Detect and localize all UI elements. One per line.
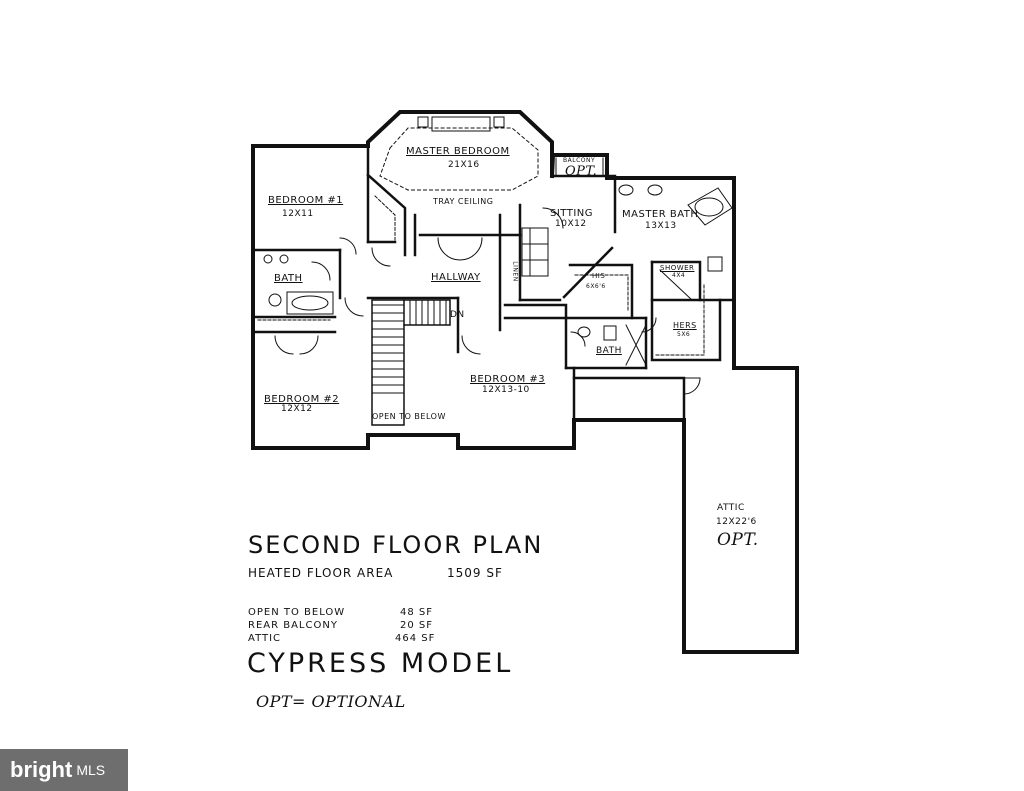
area-value: 48 SF (400, 607, 434, 618)
area-row: OPEN TO BELOW (248, 607, 345, 618)
area-label: OPEN TO BELOW (248, 607, 346, 618)
balcony-label: BALCONY (563, 157, 596, 164)
heated-area-label: HEATED FLOOR AREA (248, 566, 394, 580)
attic-opt-label: OPT. (717, 530, 759, 550)
master-bedroom-dims: 21X16 (448, 160, 480, 170)
linen-label: LINEN (511, 261, 519, 282)
area-row: REAR BALCONY (248, 620, 338, 631)
shower-label: SHOWER (660, 264, 695, 272)
hallway-label: HALLWAY (431, 272, 481, 283)
bedroom1-dims: 12X11 (282, 209, 314, 219)
sitting-label: SITTING (550, 208, 594, 219)
stair-down-label: DN (450, 310, 465, 320)
open-to-below-label: OPEN TO BELOW (372, 412, 446, 421)
bedroom3-label: BEDROOM #3 (470, 374, 546, 385)
hers-closet-label: HERS (673, 321, 697, 330)
bedroom2-dims: 12X12 (281, 404, 313, 414)
his-closet-dims: 6X6'6 (586, 283, 606, 290)
model-name: CYPRESS MODEL (247, 648, 514, 679)
bright-mls-logo: bright MLS (0, 749, 128, 791)
sitting-dims: 10X12 (555, 219, 587, 229)
bath1-label: BATH (274, 273, 303, 284)
attic-label: ATTIC (717, 503, 745, 513)
optional-note: OPT= OPTIONAL (256, 692, 406, 711)
bedroom2-label: BEDROOM #2 (264, 394, 340, 405)
tray-ceiling-label: TRAY CEILING (433, 197, 494, 206)
plan-title: SECOND FLOOR PLAN (248, 531, 544, 559)
hers-closet-dims: 5X6 (677, 331, 691, 338)
bath2-label: BATH (596, 346, 622, 356)
area-label: ATTIC (248, 633, 282, 644)
balcony-opt-label: OPT. (565, 164, 598, 179)
area-value: 20 SF (400, 620, 434, 631)
logo-brand: bright (10, 757, 73, 782)
area-row: ATTIC (248, 633, 281, 644)
heated-area-value: 1509 SF (447, 566, 503, 580)
logo-mls: MLS (76, 762, 106, 778)
area-label: REAR BALCONY (248, 620, 338, 631)
attic-dims: 12X22'6 (716, 517, 757, 527)
shower-dims: 4X4 (672, 272, 686, 279)
master-bath-label: MASTER BATH (622, 209, 699, 220)
bedroom1-label: BEDROOM #1 (268, 195, 344, 206)
master-bath-dims: 13X13 (645, 221, 677, 231)
area-value: 464 SF (395, 633, 436, 644)
master-bedroom-label: MASTER BEDROOM (406, 146, 510, 157)
his-closet-label: HIS (592, 272, 606, 280)
bedroom3-dims: 12X13-10 (482, 385, 530, 395)
